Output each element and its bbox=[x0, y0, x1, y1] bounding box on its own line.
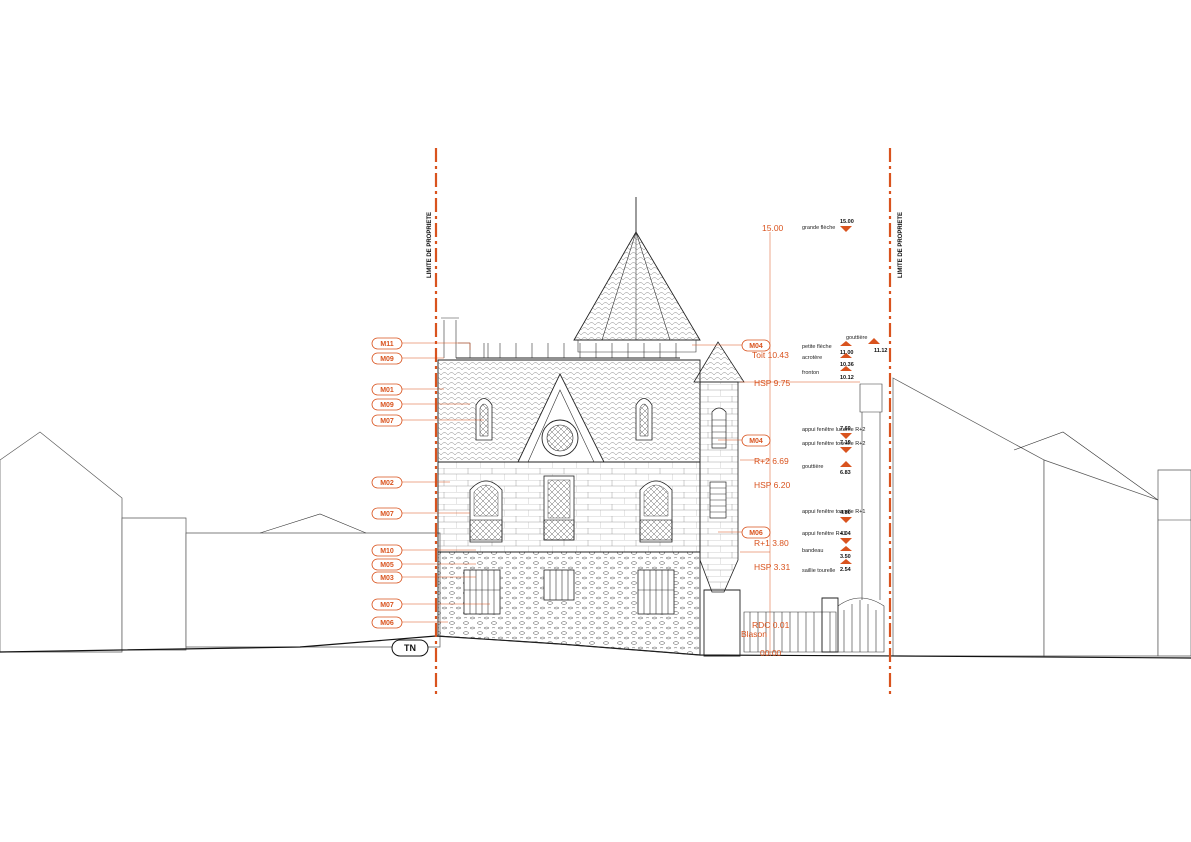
material-tag: M07 bbox=[371, 507, 470, 520]
level-r1: R+1 3.80 bbox=[754, 538, 789, 548]
svg-text:fronton: fronton bbox=[802, 370, 819, 376]
level-toit: Toit 10.43 bbox=[752, 350, 789, 360]
material-tag: M07 bbox=[371, 414, 484, 427]
svg-text:M10: M10 bbox=[380, 548, 394, 555]
property-limit-left-label: LIMITE DE PROPRIETE bbox=[427, 212, 433, 278]
svg-text:M09: M09 bbox=[380, 402, 394, 409]
level-hsp-mid: HSP 6.20 bbox=[754, 480, 791, 490]
elevation-mark: gouttière 6.83 bbox=[802, 461, 852, 476]
material-tag: M01 bbox=[371, 383, 444, 396]
material-tag: M06 bbox=[718, 526, 771, 539]
elevation-mark: gouttière 11.12 bbox=[846, 335, 887, 354]
elevation-mark: grande flèche 15.00 bbox=[802, 219, 854, 232]
svg-text:acrotère: acrotère bbox=[802, 355, 822, 361]
level-hsp-top: HSP 9.75 bbox=[754, 378, 791, 388]
svg-text:gouttière: gouttière bbox=[802, 464, 823, 470]
svg-text:appui fenêtre lucarne R+2: appui fenêtre lucarne R+2 bbox=[802, 427, 865, 433]
neighbour-buildings-right bbox=[859, 377, 1191, 657]
svg-text:4.04: 4.04 bbox=[840, 531, 852, 537]
svg-text:M09: M09 bbox=[380, 356, 394, 363]
elevation-mark: appui fenêtre R+14.04 bbox=[802, 531, 852, 544]
svg-text:10.12: 10.12 bbox=[840, 375, 854, 381]
svg-text:7.19: 7.19 bbox=[840, 440, 851, 446]
svg-text:M11: M11 bbox=[380, 341, 393, 348]
svg-text:M05: M05 bbox=[380, 562, 394, 569]
level-base: 00.00 bbox=[760, 648, 782, 658]
svg-text:saillie tourelle: saillie tourelle bbox=[802, 568, 835, 574]
svg-text:11.12: 11.12 bbox=[874, 348, 887, 354]
elevation-mark: bandeau 3.50 bbox=[802, 546, 852, 560]
elevation-mark: appui fenêtre lucarne R+27.69 bbox=[802, 426, 865, 439]
svg-text:M07: M07 bbox=[380, 602, 394, 609]
material-tag: M11 bbox=[371, 337, 471, 350]
material-tag: M05 bbox=[371, 558, 476, 571]
svg-text:4.80: 4.80 bbox=[840, 510, 851, 516]
svg-text:M01: M01 bbox=[380, 387, 394, 394]
svg-text:15.00: 15.00 bbox=[840, 219, 854, 225]
material-tags: M11 M09 M01 M09 M07 M02 M07 M10 M05 M03 … bbox=[371, 337, 771, 629]
svg-text:appui fenêtre tourelle R+1: appui fenêtre tourelle R+1 bbox=[802, 509, 865, 515]
svg-text:10.36: 10.36 bbox=[840, 362, 854, 368]
elevation-mark: acrotère 10.36 bbox=[802, 353, 854, 368]
svg-text:M04: M04 bbox=[749, 343, 763, 350]
material-tag: M03 bbox=[371, 571, 476, 584]
material-tag: M02 bbox=[371, 476, 450, 489]
level-labels: 15.00 Toit 10.43 HSP 9.75 R+2 6.69 HSP 6… bbox=[741, 223, 791, 658]
level-rdc: RDC 0.01 bbox=[752, 620, 790, 630]
svg-text:M06: M06 bbox=[380, 620, 394, 627]
material-tag: M09 bbox=[371, 398, 470, 411]
svg-text:petite flèche: petite flèche bbox=[802, 344, 832, 350]
elevation-mark: fronton 10.12 bbox=[802, 366, 854, 381]
material-tag: M06 bbox=[371, 616, 448, 629]
material-tag: M04 bbox=[692, 339, 771, 352]
svg-text:appui fenêtre tourelle R+2: appui fenêtre tourelle R+2 bbox=[802, 441, 865, 447]
svg-text:bandeau: bandeau bbox=[802, 548, 823, 554]
property-limit-right-label: LIMITE DE PROPRIETE bbox=[898, 212, 904, 278]
main-building bbox=[437, 197, 885, 657]
svg-text:M06: M06 bbox=[749, 530, 763, 537]
tn-marker: TN bbox=[391, 639, 429, 657]
svg-text:M04: M04 bbox=[749, 438, 763, 445]
svg-text:3.50: 3.50 bbox=[840, 554, 851, 560]
svg-text:11.00: 11.00 bbox=[840, 350, 853, 356]
material-tag: M04 bbox=[718, 434, 771, 447]
svg-text:2.54: 2.54 bbox=[840, 567, 852, 573]
elevation-mark: saillie tourelle 2.54 bbox=[802, 559, 852, 574]
level-blason: Blason bbox=[741, 629, 767, 639]
level-hsp-low: HSP 3.31 bbox=[754, 562, 791, 572]
svg-text:M03: M03 bbox=[380, 575, 394, 582]
level-top: 15.00 bbox=[762, 223, 784, 233]
elevation-mark: petite flèche 11.00 bbox=[802, 341, 853, 356]
svg-text:7.69: 7.69 bbox=[840, 426, 851, 432]
material-tag: M07 bbox=[371, 598, 490, 611]
material-tag: M10 bbox=[371, 544, 476, 557]
level-r2: R+2 6.69 bbox=[754, 456, 789, 466]
svg-text:6.83: 6.83 bbox=[840, 470, 851, 476]
svg-text:gouttière: gouttière bbox=[846, 335, 867, 341]
svg-text:appui fenêtre R+1: appui fenêtre R+1 bbox=[802, 531, 846, 537]
svg-text:M02: M02 bbox=[380, 480, 394, 487]
elevation-mark: appui fenêtre tourelle R+14.80 bbox=[802, 509, 865, 523]
svg-text:M07: M07 bbox=[380, 511, 394, 518]
elevation-marks: grande flèche 15.00 gouttière 11.12 petite… bbox=[802, 219, 887, 574]
elevation-mark: appui fenêtre tourelle R+27.19 bbox=[802, 440, 865, 453]
material-tag: M09 bbox=[371, 352, 444, 365]
svg-text:grande flèche: grande flèche bbox=[802, 225, 835, 231]
svg-text:M07: M07 bbox=[380, 418, 394, 425]
tn-label: TN bbox=[404, 643, 416, 653]
